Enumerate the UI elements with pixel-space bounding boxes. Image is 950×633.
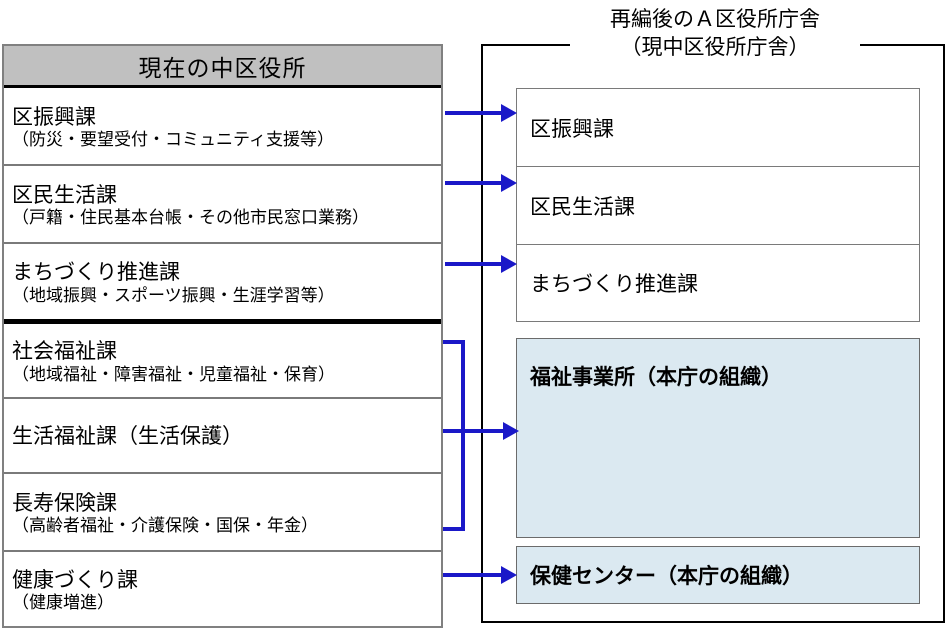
bracket-stub-seikatsu-fukushi: [443, 429, 465, 433]
right-panel-caption: 再編後のＡ区役所庁舎 （現中区役所庁舎）: [500, 6, 930, 61]
left-box-choju-hoken-ka: 長寿保険課 （高齢者福祉・介護保険・国保・年金）: [4, 474, 441, 552]
arrow-head-kumin-seikatsu: [501, 174, 517, 192]
left-box-title: 区民生活課: [12, 183, 117, 207]
right-caption-line-1: 再編後のＡ区役所庁舎: [610, 8, 820, 31]
left-box-subtitle: （地域振興・スポーツ振興・生涯学習等）: [12, 285, 335, 305]
connector-line-kumin-seikatsu: [445, 181, 503, 185]
left-box-ku-shinko-ka: 区振興課 （防災・要望受付・コミュニティ支援等）: [4, 88, 441, 166]
bracket-stub-shakai-fukushi: [443, 340, 465, 344]
left-box-subtitle: （戸籍・住民基本台帳・その他市民窓口業務）: [12, 208, 369, 228]
arrow-head-fukushi-jigyosho: [503, 422, 519, 440]
bracket-spine-welfare: [461, 340, 465, 531]
connector-line-ku-shinko: [445, 111, 503, 115]
current-ward-office-panel: 現在の中区役所 区振興課 （防災・要望受付・コミュニティ支援等） 区民生活課 （…: [2, 44, 443, 628]
right-box-fukushi-jigyosho: 福祉事業所（本庁の組織）: [516, 338, 920, 538]
left-box-machizukuri-suishin-ka: まちづくり推進課 （地域振興・スポーツ振興・生涯学習等）: [4, 244, 441, 324]
arrow-head-hoken-center: [501, 566, 517, 584]
left-box-seikatsu-fukushi-ka: 生活福祉課（生活保護）: [4, 399, 441, 474]
left-box-title: 社会福祉課: [12, 340, 117, 364]
connector-line-fukushi-jigyosho: [461, 429, 506, 433]
left-panel-header: 現在の中区役所: [4, 46, 441, 88]
right-box-machizukuri-suishin-ka: まちづくり推進課: [516, 244, 920, 322]
left-box-subtitle: （健康増進）: [12, 593, 114, 613]
left-box-title: 区振興課: [12, 105, 96, 129]
left-box-kumin-seikatsu-ka: 区民生活課 （戸籍・住民基本台帳・その他市民窓口業務）: [4, 166, 441, 244]
arrow-head-machizukuri: [501, 255, 517, 273]
left-box-title: 健康づくり課: [12, 568, 138, 592]
left-box-shakai-fukushi-ka: 社会福祉課 （地域福祉・障害福祉・児童福祉・保育）: [4, 324, 441, 399]
left-box-kenko-zukuri-ka: 健康づくり課 （健康増進）: [4, 552, 441, 626]
bracket-stub-choju-hoken: [443, 527, 465, 531]
right-box-hoken-center: 保健センター（本庁の組織）: [516, 546, 920, 604]
right-box-ku-shinko-ka: 区振興課: [516, 88, 920, 166]
connector-line-hoken-center: [443, 573, 503, 577]
left-box-title: 長寿保険課: [12, 491, 117, 515]
arrow-head-ku-shinko: [501, 104, 517, 122]
left-box-subtitle: （防災・要望受付・コミュニティ支援等）: [12, 130, 334, 150]
left-box-title: 生活福祉課（生活保護）: [12, 425, 243, 449]
right-box-kumin-seikatsu-ka: 区民生活課: [516, 166, 920, 244]
right-caption-line-2: （現中区役所庁舎）: [620, 35, 810, 59]
connector-line-machizukuri: [445, 262, 503, 266]
frame-caption-gap: [570, 38, 860, 52]
left-box-subtitle: （地域福祉・障害福祉・児童福祉・保育）: [12, 364, 335, 384]
left-box-subtitle: （高齢者福祉・介護保険・国保・年金）: [12, 516, 318, 536]
left-box-title: まちづくり推進課: [12, 261, 180, 285]
